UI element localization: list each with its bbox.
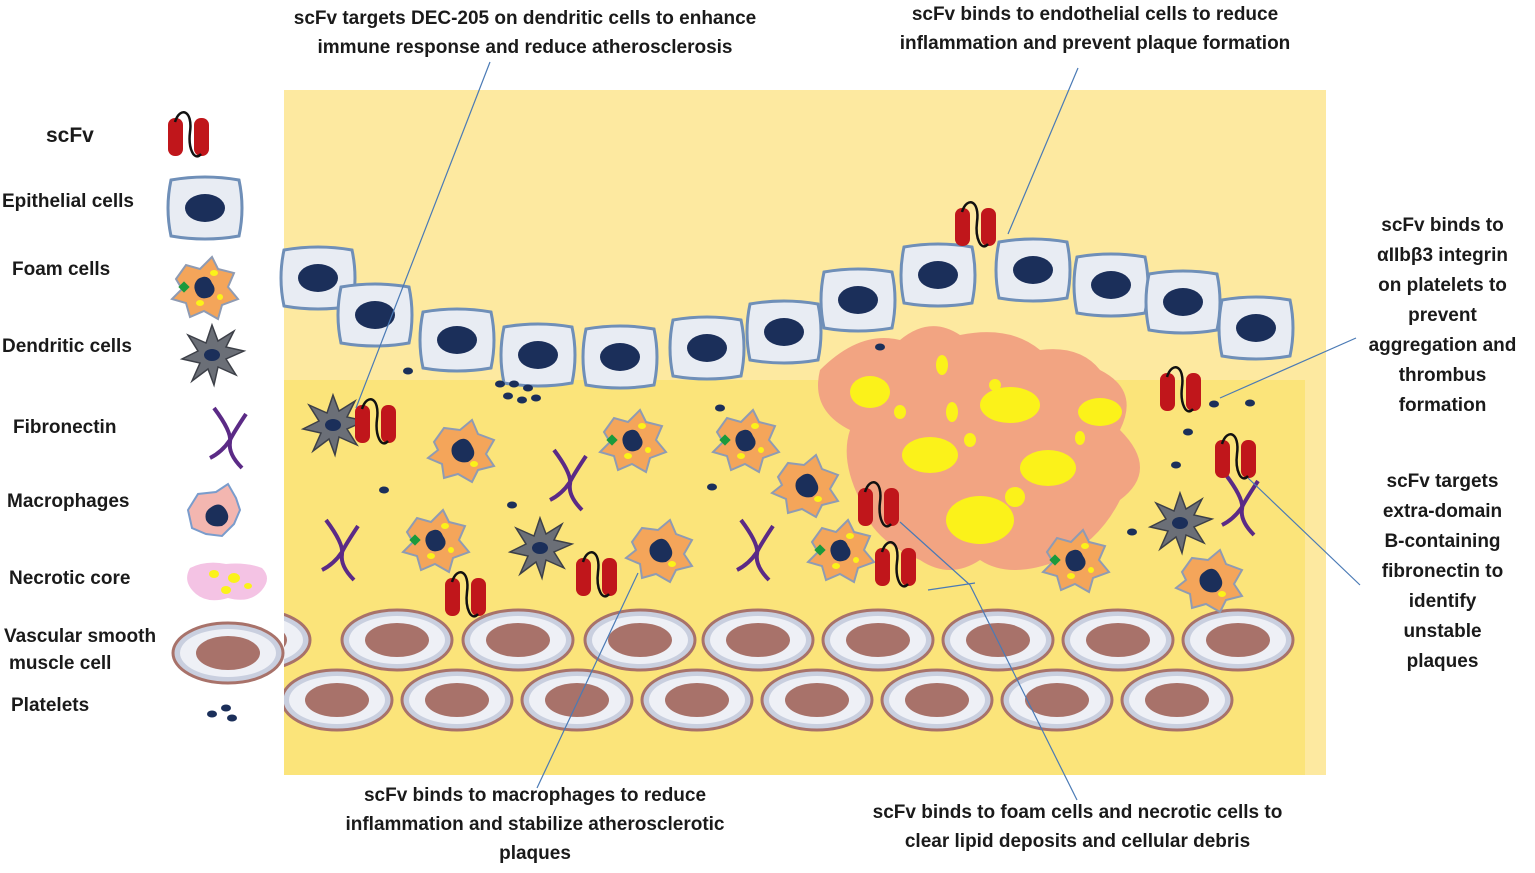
scfv-icon [166,111,211,158]
caption-edb-line1: scFv targets [1386,471,1499,492]
caption-edb-line6: unstable [1403,621,1482,642]
macrophage-icon [186,482,242,538]
legend-icons [166,111,285,722]
legend-necrotic-label: Necrotic core [9,568,131,589]
caption-integrin-line7: formation [1398,395,1487,416]
leader-lines [355,61,1361,801]
caption-foam-line1: scFv binds to foam cells and necrotic ce… [872,802,1283,823]
vsmc-icon [171,621,285,685]
caption-integrin: scFv binds to αIIbβ3 integrin on platele… [1350,211,1535,421]
caption-dec205: scFv targets DEC-205 on dendritic cells … [250,4,800,62]
foam-cell-icon [171,256,239,320]
caption-macrophage-line3: plaques [499,843,571,864]
platelets [379,343,1255,536]
caption-foam-line2: clear lipid deposits and cellular debris [904,831,1251,852]
caption-edb-line7: plaques [1406,651,1479,672]
caption-macrophage-line2: inflammation and stabilize atherosclerot… [345,814,725,835]
caption-foam-necrotic: scFv binds to foam cells and necrotic ce… [835,798,1320,856]
caption-endothelial-line1: scFv binds to endothelial cells to reduc… [911,4,1279,25]
caption-edb-line5: identify [1408,591,1477,612]
platelets-icon [207,704,237,722]
legend-foam-label: Foam cells [12,259,111,280]
caption-endothelial: scFv binds to endothelial cells to reduc… [855,0,1335,58]
caption-edb-line4: fibronectin to [1381,561,1504,582]
caption-macrophage-line1: scFv binds to macrophages to reduce [363,785,707,806]
caption-dec205-line1: scFv targets DEC-205 on dendritic cells … [293,8,757,29]
caption-integrin-line4: prevent [1408,305,1477,326]
legend-dendritic-label: Dendritic cells [2,336,132,357]
epithelial-cell-icon [166,175,244,241]
caption-integrin-line1: scFv binds to [1381,215,1504,236]
legend-epithelial-label: Epithelial cells [2,191,134,212]
legend-vsmc-label-line2: muscle cell [9,653,112,674]
dendritic-cell-icon [181,324,245,386]
necrotic-core-icon [187,562,267,601]
caption-edb-line3: B-containing [1384,531,1501,552]
caption-edb-line2: extra-domain [1382,501,1503,522]
caption-macrophage: scFv binds to macrophages to reduce infl… [300,781,770,868]
fibronectin-icon [208,406,248,470]
caption-integrin-line2: αIIbβ3 integrin [1377,245,1508,266]
caption-integrin-line5: aggregation and [1368,335,1517,356]
legend-fibronectin-label: Fibronectin [13,417,117,438]
legend-platelets-label: Platelets [11,695,90,716]
caption-integrin-line6: thrombus [1398,365,1487,386]
legend-vsmc-label-line1: Vascular smooth [4,626,157,647]
caption-endothelial-line2: inflammation and prevent plaque formatio… [899,33,1291,54]
caption-dec205-line2: immune response and reduce atheroscleros… [317,37,733,58]
legend-macrophages-label: Macrophages [7,491,130,512]
legend-scfv-label: scFv [46,124,94,147]
caption-edb-fibronectin: scFv targets extra-domain B-containing f… [1355,467,1530,677]
caption-integrin-line3: on platelets to [1378,275,1507,296]
